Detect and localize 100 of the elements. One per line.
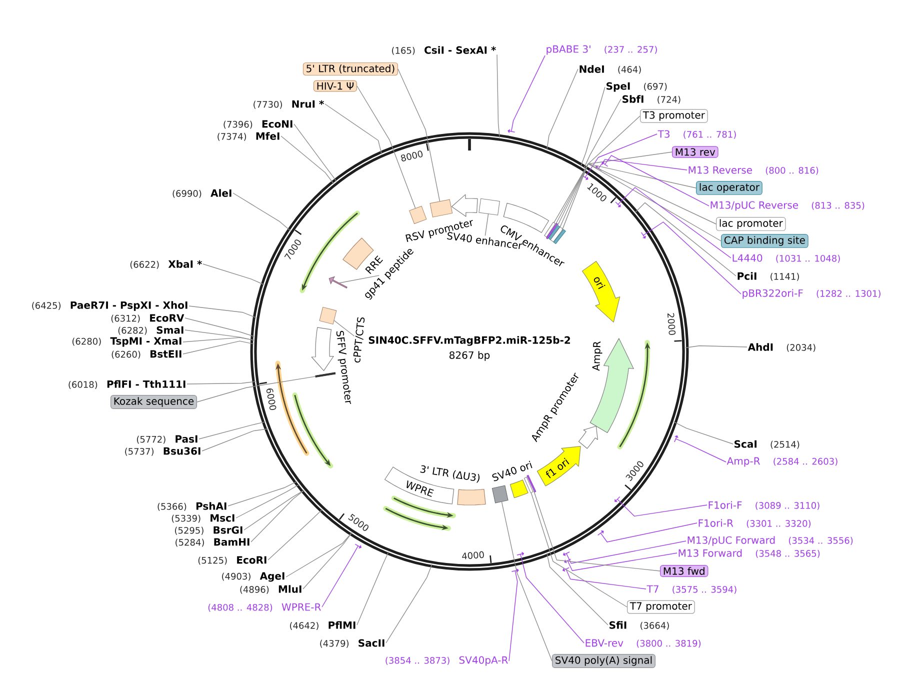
feature-box bbox=[478, 198, 500, 216]
primer-label: T3 bbox=[658, 130, 670, 138]
cut-position: (7374) bbox=[218, 132, 246, 141]
scale-number: 6000 bbox=[266, 388, 276, 410]
leader-line bbox=[511, 55, 546, 132]
primer-range: (3575 .. 3594) bbox=[672, 586, 736, 594]
leader-line bbox=[244, 490, 304, 530]
feature-tag: lac promoter bbox=[716, 217, 786, 231]
enzyme-label: EcoRI bbox=[237, 556, 266, 564]
primer-label: Amp-R bbox=[726, 457, 760, 467]
primer-range: (800 .. 816) bbox=[766, 166, 818, 175]
primer-mark bbox=[562, 567, 570, 572]
feature-tag: 5' LTR (truncated) bbox=[302, 62, 398, 76]
primer-range: (3854 .. 3873) bbox=[386, 656, 450, 665]
leader-line bbox=[182, 337, 254, 342]
enzyme-label: ScaI bbox=[734, 440, 756, 448]
primer-range: (2584 .. 2603) bbox=[774, 458, 838, 466]
cut-position: (165) bbox=[392, 46, 415, 55]
enzyme-label: PasI bbox=[176, 435, 198, 443]
enzyme-label: BstEII bbox=[150, 350, 182, 358]
feature-label: SFFV promoter bbox=[336, 330, 352, 404]
enzyme-label: MfeI bbox=[256, 132, 280, 140]
leader-line bbox=[520, 554, 584, 644]
cut-position: (4903) bbox=[222, 572, 250, 581]
scale-number: 8000 bbox=[400, 150, 423, 162]
feature-box bbox=[524, 476, 534, 494]
cut-position: (5284) bbox=[176, 538, 204, 547]
plasmid-name: SIN40C.SFFV.mTagBFP2.miR-125b-2 bbox=[368, 336, 570, 346]
plasmid-size: 8267 bp bbox=[450, 351, 490, 361]
scale-number: 2000 bbox=[667, 313, 676, 335]
leader-line bbox=[268, 509, 323, 560]
leader-line bbox=[186, 381, 256, 384]
primer-range: (761 .. 781) bbox=[684, 130, 736, 139]
primer-mark bbox=[512, 568, 519, 572]
enzyme-label: NdeI bbox=[580, 65, 604, 73]
enzyme-label: PshAI bbox=[196, 502, 226, 510]
enzyme-label: SfiI bbox=[610, 621, 626, 629]
cut-position: (7396) bbox=[224, 120, 252, 129]
cut-position: (6622) bbox=[130, 260, 159, 269]
primer-range: (1282 .. 1301) bbox=[816, 290, 880, 298]
enzyme-label: SacII bbox=[358, 639, 384, 647]
primer-range: (3548 .. 3565) bbox=[756, 550, 820, 558]
primer-label: M13/pUC Reverse bbox=[710, 201, 798, 211]
cut-position: (3664) bbox=[640, 622, 669, 630]
enzyme-label: BamHI bbox=[214, 538, 250, 546]
primer-label: pBABE 3' bbox=[546, 45, 590, 55]
primer-label: M13 Forward bbox=[678, 549, 742, 557]
primer-mark bbox=[614, 496, 620, 502]
leader-line bbox=[566, 540, 686, 564]
leader-line bbox=[618, 187, 732, 258]
leader-line bbox=[338, 275, 380, 284]
leader-line bbox=[567, 552, 678, 571]
enzyme-label: PciI bbox=[738, 272, 756, 280]
primer-label: M13 Reverse bbox=[688, 166, 752, 174]
primer-mark bbox=[354, 544, 362, 548]
feature-box bbox=[430, 199, 453, 218]
leader-line bbox=[676, 438, 726, 462]
primer-range: (4808 .. 4828) bbox=[208, 604, 272, 612]
feature-box bbox=[409, 206, 427, 224]
cut-position: (464) bbox=[618, 66, 641, 74]
leader-line bbox=[228, 481, 298, 506]
leader-line bbox=[532, 489, 660, 572]
enzyme-label: MscI bbox=[210, 514, 234, 522]
cut-position: (5295) bbox=[175, 526, 204, 535]
primer-range: (3301 .. 3320) bbox=[746, 520, 811, 528]
cut-position: (4642) bbox=[290, 622, 318, 630]
enzyme-label: SmaI bbox=[156, 326, 184, 334]
primer-mark bbox=[641, 232, 646, 239]
cut-position: (6282) bbox=[118, 326, 147, 335]
leader-line bbox=[508, 570, 518, 662]
primer-range: (813 .. 835) bbox=[812, 202, 864, 210]
enzyme-label: PflMI bbox=[328, 621, 356, 629]
leader-line bbox=[484, 213, 489, 236]
leader-line bbox=[324, 104, 382, 155]
feature-tag: T3 promoter bbox=[640, 109, 708, 123]
feature-label: cPPT/CTS bbox=[353, 317, 365, 363]
leader-line bbox=[580, 86, 606, 167]
leader-line bbox=[250, 490, 304, 542]
feature-box bbox=[319, 306, 337, 324]
leader-line bbox=[202, 428, 268, 452]
leader-line bbox=[501, 501, 552, 662]
leader-line bbox=[496, 54, 500, 138]
leader-line bbox=[232, 192, 291, 232]
primer-range: (237 .. 257) bbox=[604, 46, 657, 54]
leader-line bbox=[566, 568, 646, 590]
primer-range: (3089 .. 3110) bbox=[756, 502, 820, 510]
feature-label: f1 ori bbox=[546, 458, 570, 478]
leader-line bbox=[236, 484, 300, 518]
cut-position: (5366) bbox=[158, 502, 186, 511]
leader-line bbox=[184, 318, 254, 337]
feature-mark bbox=[315, 372, 336, 378]
primer-label: M13/pUC Forward bbox=[688, 536, 775, 546]
leader-line bbox=[561, 164, 722, 242]
feature-tag: Kozak sequence bbox=[110, 395, 197, 409]
feature-label: SV40 ori bbox=[492, 460, 532, 482]
leader-line bbox=[196, 376, 316, 402]
leader-line bbox=[182, 340, 254, 354]
cut-position: (5772) bbox=[136, 436, 166, 444]
primer-mark bbox=[508, 129, 515, 134]
leader-line bbox=[600, 522, 698, 542]
